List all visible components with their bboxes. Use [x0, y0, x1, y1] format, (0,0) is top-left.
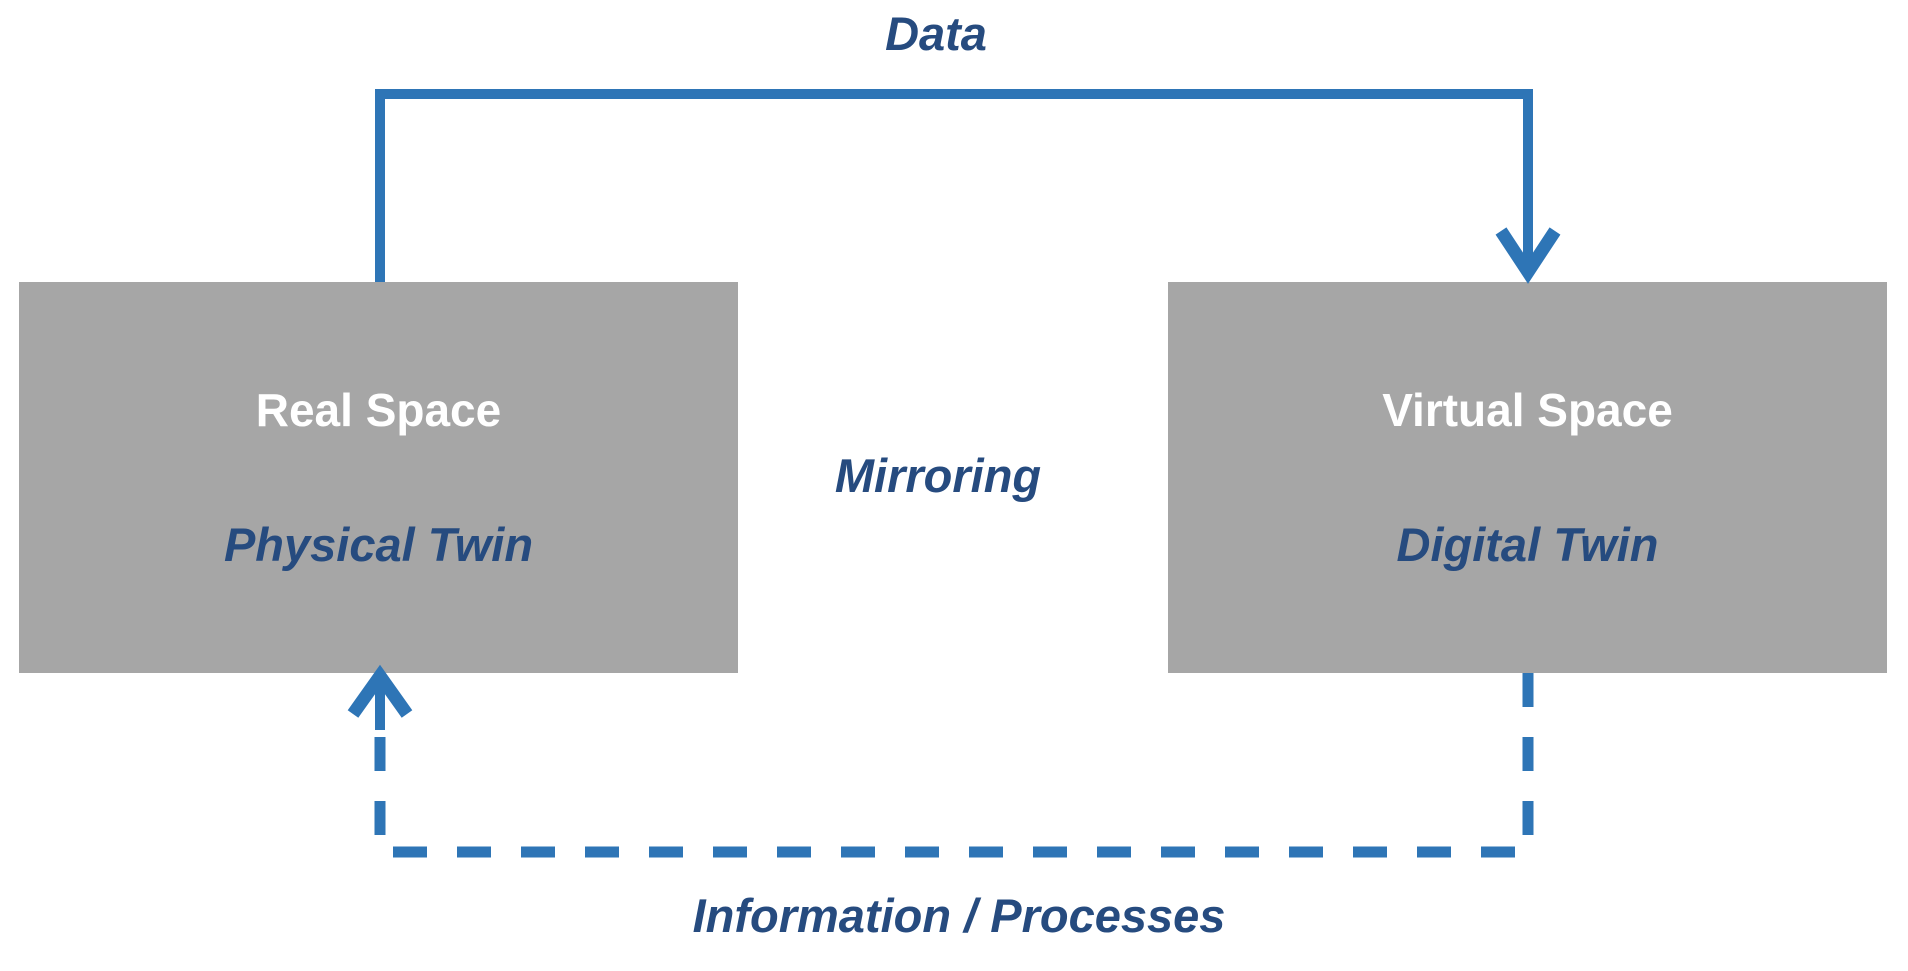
information-processes-label: Information / Processes — [692, 889, 1226, 942]
digital-twin-subtitle: Digital Twin — [1396, 518, 1659, 571]
real-space-box: Real Space Physical Twin — [19, 282, 738, 673]
mirroring-label: Mirroring — [834, 449, 1042, 502]
real-space-title: Real Space — [255, 384, 502, 436]
data-arrowhead-icon — [1495, 227, 1561, 284]
physical-twin-subtitle: Physical Twin — [223, 518, 534, 571]
feedback-arrowhead-icon — [347, 664, 413, 718]
virtual-space-box: Virtual Space Digital Twin — [1168, 282, 1887, 673]
data-flow-label: Data — [885, 7, 987, 60]
data-arrow-line — [375, 89, 1533, 282]
feedback-arrow-dashed-line — [374, 673, 1534, 858]
virtual-space-title: Virtual Space — [1382, 384, 1673, 436]
